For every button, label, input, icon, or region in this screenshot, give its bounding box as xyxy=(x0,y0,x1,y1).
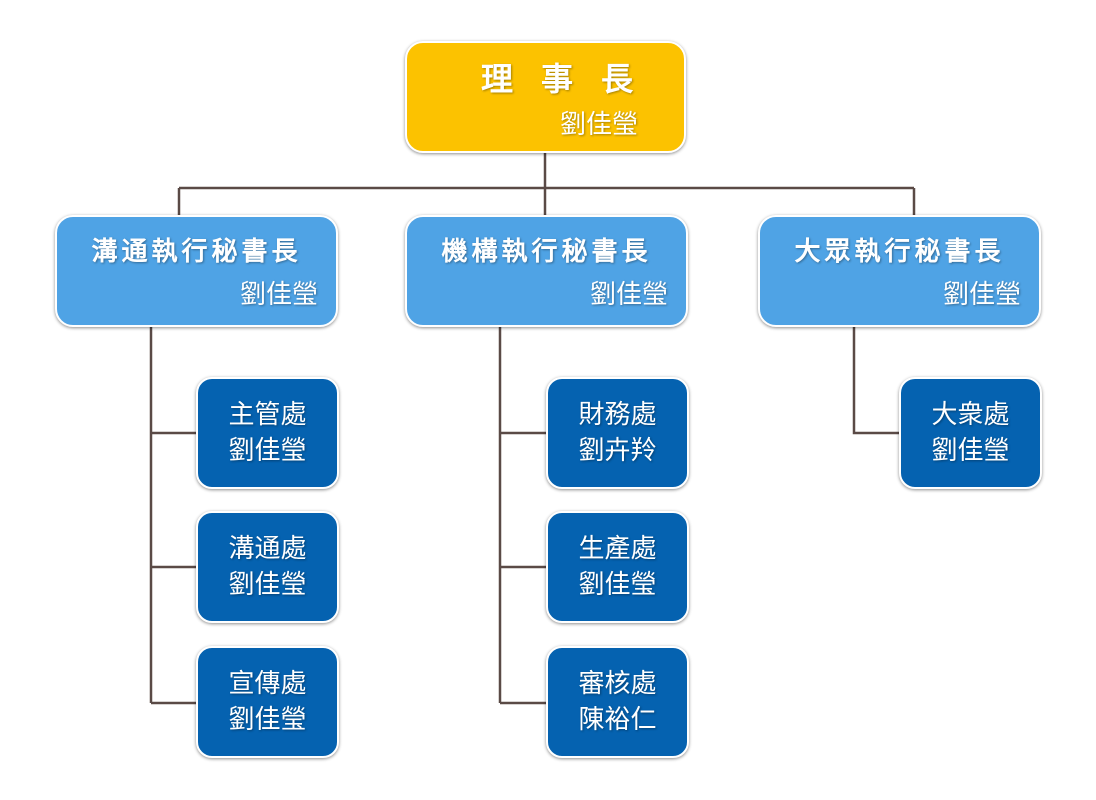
node-unit-audit: 審核處 陳裕仁 xyxy=(546,646,689,758)
node-unit-name: 劉卉羚 xyxy=(578,436,657,466)
node-branch-communication: 溝通執行秘書長 劉佳瑩 xyxy=(55,215,338,327)
node-unit-title: 生產處 xyxy=(578,534,657,564)
node-chairperson: 理事長 劉佳瑩 xyxy=(405,41,686,153)
node-unit-name: 劉佳瑩 xyxy=(228,436,307,466)
node-branch-public: 大眾執行秘書長 劉佳瑩 xyxy=(758,215,1041,327)
node-unit-name: 劉佳瑩 xyxy=(931,436,1010,466)
node-chairperson-title: 理事長 xyxy=(481,59,662,98)
node-unit-title: 大衆處 xyxy=(931,400,1010,430)
node-branch-title: 溝通執行秘書長 xyxy=(91,237,302,267)
node-unit-name: 劉佳瑩 xyxy=(578,570,657,600)
node-unit-title: 財務處 xyxy=(578,400,657,430)
node-unit-name: 劉佳瑩 xyxy=(228,570,307,600)
node-branch-title: 機構執行秘書長 xyxy=(441,237,652,267)
connector-branch-3-unit-1 xyxy=(852,327,899,435)
node-branch-institution: 機構執行秘書長 劉佳瑩 xyxy=(405,215,688,327)
node-branch-name: 劉佳瑩 xyxy=(589,280,668,310)
node-unit-title: 溝通處 xyxy=(228,534,307,564)
node-unit-management: 主管處 劉佳瑩 xyxy=(196,377,339,489)
node-unit-name: 劉佳瑩 xyxy=(228,705,307,735)
node-unit-finance: 財務處 劉卉羚 xyxy=(546,377,689,489)
node-unit-title: 主管處 xyxy=(228,400,307,430)
node-unit-title: 審核處 xyxy=(578,669,657,699)
node-unit-publicity: 宣傳處 劉佳瑩 xyxy=(196,646,339,758)
node-branch-name: 劉佳瑩 xyxy=(942,280,1021,310)
node-unit-public: 大衆處 劉佳瑩 xyxy=(899,377,1042,489)
node-chairperson-name: 劉佳瑩 xyxy=(559,109,638,140)
node-unit-name: 陳裕仁 xyxy=(578,705,657,735)
node-unit-production: 生產處 劉佳瑩 xyxy=(546,511,689,623)
node-branch-title: 大眾執行秘書長 xyxy=(794,237,1005,267)
node-unit-communication: 溝通處 劉佳瑩 xyxy=(196,511,339,623)
node-branch-name: 劉佳瑩 xyxy=(239,280,318,310)
node-unit-title: 宣傳處 xyxy=(228,669,307,699)
